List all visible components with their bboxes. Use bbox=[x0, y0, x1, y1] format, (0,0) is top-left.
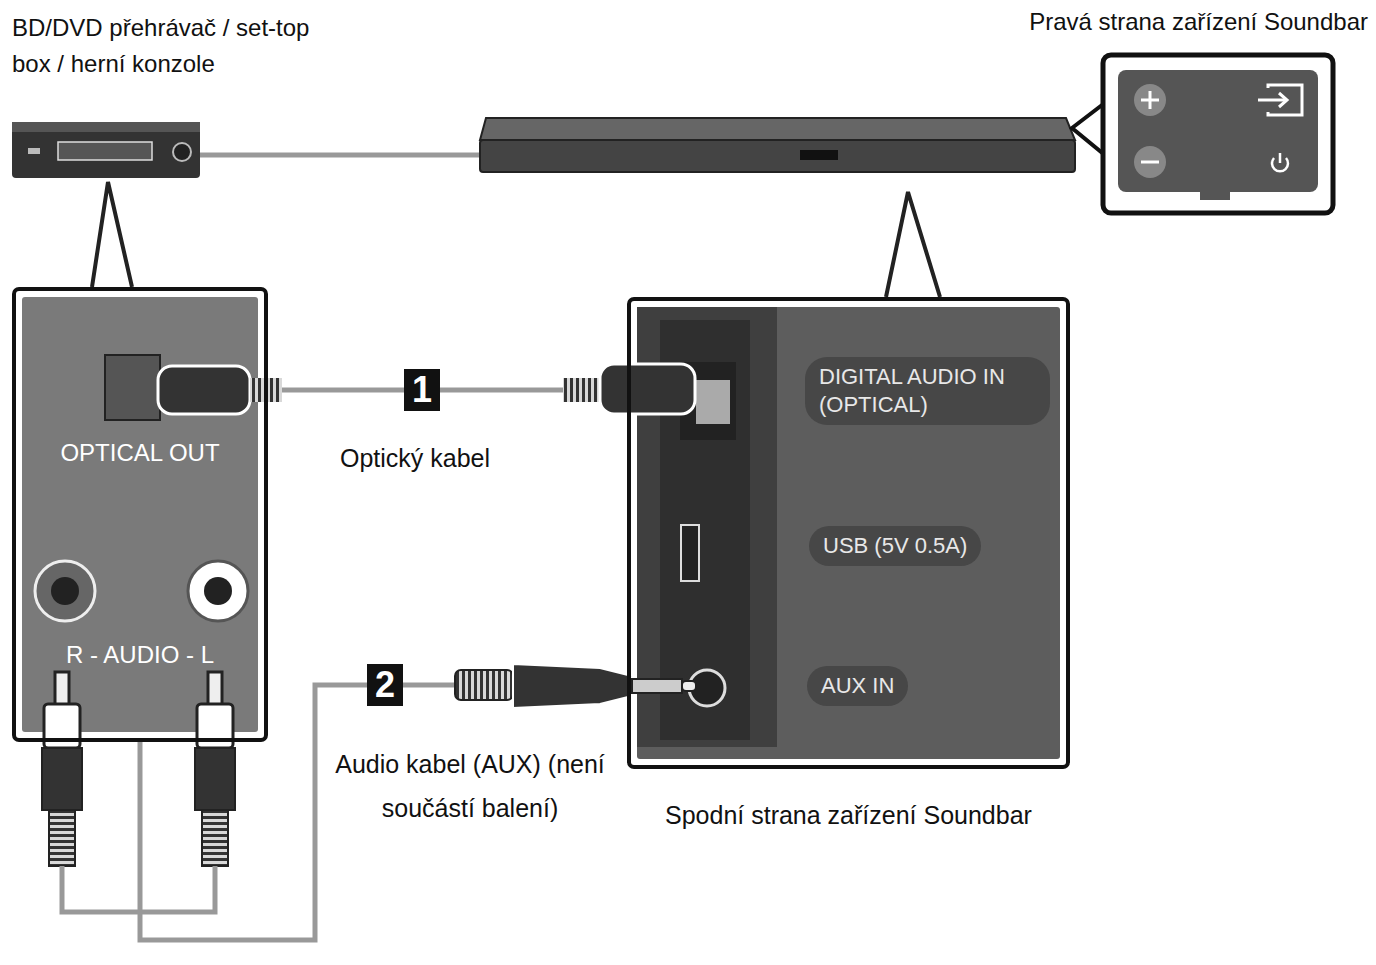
callout-number: 2 bbox=[367, 664, 403, 706]
usb-port bbox=[681, 525, 699, 581]
rca-wire bbox=[62, 866, 215, 912]
port-label: AUX IN bbox=[807, 666, 908, 706]
port-label: DIGITAL AUDIO IN (OPTICAL) bbox=[805, 357, 1050, 425]
soundbar bbox=[480, 118, 1075, 172]
rca-jack-l bbox=[188, 561, 248, 621]
aux-plug bbox=[455, 664, 696, 708]
node-text: DIGITAL AUDIO IN (OPTICAL) bbox=[819, 363, 1036, 419]
cable-label: Audio kabel (AUX) (není součástí balení) bbox=[320, 742, 620, 830]
side-panel-inset bbox=[1072, 55, 1333, 213]
device-link bbox=[200, 153, 482, 158]
port-label: USB (5V 0.5A) bbox=[809, 526, 981, 566]
node-text: R - AUDIO - L bbox=[16, 641, 264, 669]
node-text: Spodní strana zařízení Soundbar bbox=[665, 801, 1085, 830]
rca-jack-r bbox=[35, 561, 95, 621]
panel-box: OPTICAL OUT R - AUDIO - L bbox=[12, 287, 268, 742]
optical-out-port bbox=[105, 355, 160, 420]
node-text: USB (5V 0.5A) bbox=[823, 532, 967, 560]
panel-box: Spodní strana zařízení SoundbarDIGITAL A… bbox=[627, 297, 1070, 769]
optical-plug bbox=[158, 366, 282, 414]
caption-label: Pravá strana zařízení Soundbar bbox=[1029, 8, 1368, 36]
callout-leader bbox=[92, 182, 132, 287]
callout-leader bbox=[886, 192, 940, 297]
cable-label: Optický kabel bbox=[340, 436, 530, 480]
caption-label: BD/DVD přehrávač / set-top box / herní k… bbox=[12, 10, 352, 82]
node-text: OPTICAL OUT bbox=[16, 439, 264, 467]
callout-number: 1 bbox=[404, 369, 440, 411]
node-text: AUX IN bbox=[821, 672, 894, 700]
player-device bbox=[12, 122, 200, 178]
soundbar-bottom-panel bbox=[637, 307, 1060, 759]
rca-plugs bbox=[42, 672, 235, 866]
